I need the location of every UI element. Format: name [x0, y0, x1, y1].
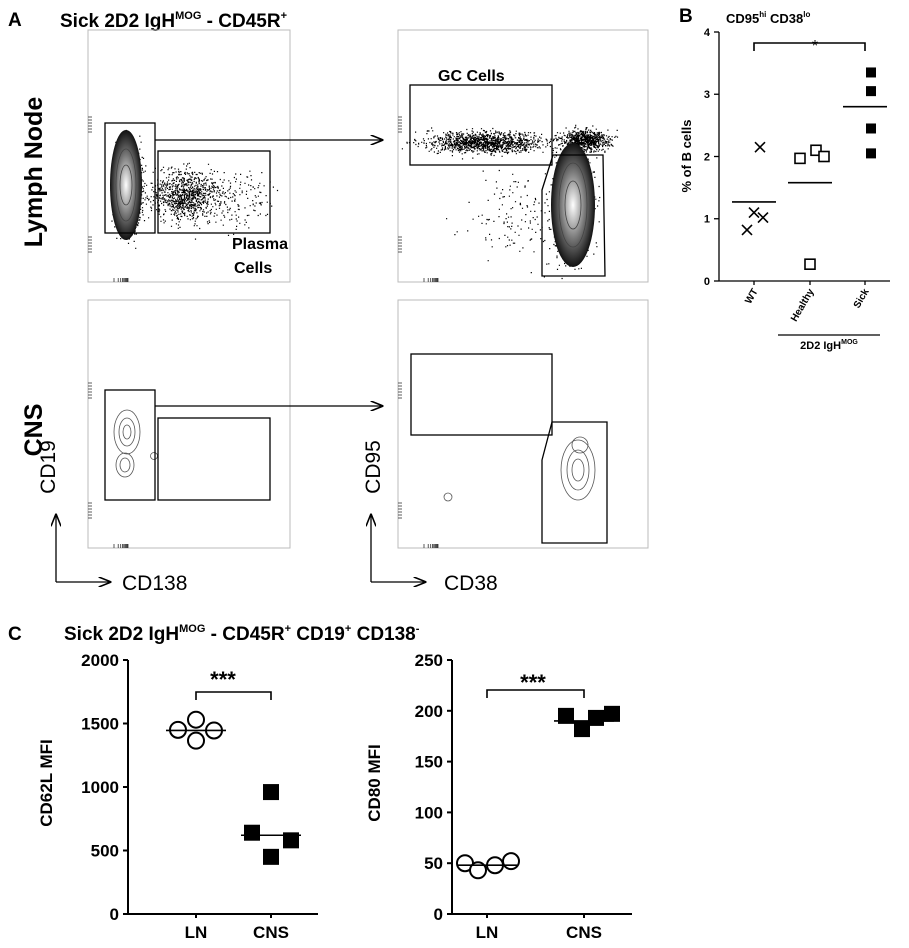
data-point — [263, 848, 279, 865]
axis-label-cd38: CD38 — [444, 572, 498, 595]
axis-arrows-right — [371, 515, 425, 582]
panel-b-significance: * — [812, 38, 818, 55]
axis-label-cd95: CD95 — [362, 440, 385, 494]
panel-b-ylabel: % of B cells — [679, 120, 694, 193]
panel-c-left-ylabel: CD62L MFI — [37, 739, 56, 827]
significance-bracket — [486, 689, 585, 698]
data-point — [604, 705, 620, 722]
significance-bracket — [753, 42, 866, 51]
contour-ln-b-cells — [110, 130, 142, 240]
y-tick-label: 1000 — [81, 778, 119, 797]
panel-b-title: CD95hi CD38lo — [726, 10, 810, 26]
gate-label-plasma: Plasma — [232, 236, 288, 253]
x-tick-label: Healthy — [789, 287, 817, 324]
y-tick-label: 0 — [704, 276, 710, 288]
data-point — [574, 721, 590, 738]
y-tick-label: 1500 — [81, 714, 119, 733]
axis-label-cd138: CD138 — [122, 572, 187, 595]
data-point — [804, 258, 816, 270]
contour-ln-cd38hi — [551, 143, 595, 267]
data-point — [741, 224, 753, 236]
y-tick-label: 150 — [415, 753, 443, 772]
panel-c-right-ylabel: CD80 MFI — [365, 744, 384, 821]
x-tick-label: CNS — [566, 923, 602, 942]
y-tick-label: 3 — [704, 89, 710, 101]
gate-label-gc-cells: GC Cells — [438, 68, 505, 85]
panel-b-group-label: 2D2 IgHMOG — [800, 339, 858, 352]
panel-c-left-significance: *** — [210, 667, 236, 692]
data-point — [187, 710, 205, 729]
y-tick-label: 2 — [704, 151, 710, 163]
y-tick-label: 0 — [110, 905, 119, 924]
plot-ln-cd138-cd19 — [87, 29, 291, 283]
axis-arrows-left — [56, 515, 110, 582]
data-point — [866, 67, 876, 78]
y-tick-label: 1 — [704, 214, 710, 226]
significance-bracket — [195, 691, 272, 700]
flow-axis-ticks — [88, 116, 439, 548]
plot-cns-cd38-cd95 — [397, 299, 649, 549]
y-tick-label: 250 — [415, 651, 443, 670]
y-tick-label: 0 — [434, 905, 443, 924]
data-point — [748, 206, 760, 219]
data-point — [283, 832, 299, 849]
y-tick-label: 500 — [91, 841, 119, 860]
data-point — [754, 141, 766, 153]
panel-c-letter: C — [8, 624, 22, 645]
data-point — [502, 852, 520, 871]
data-point — [866, 148, 876, 159]
y-tick-label: 100 — [415, 803, 443, 822]
x-tick-label: CNS — [253, 923, 289, 942]
row-label-lymph-node: Lymph Node — [20, 97, 48, 248]
data-point — [588, 709, 604, 726]
y-tick-label: 200 — [415, 702, 443, 721]
panel-b-letter: B — [679, 6, 693, 27]
data-point — [866, 123, 876, 134]
contour-cns-cd38hi — [443, 436, 596, 502]
panel-a-title: Sick 2D2 IgHMOG - CD45R+ — [60, 10, 287, 32]
y-tick-label: 4 — [704, 27, 711, 39]
panel-c-right-significance: *** — [520, 670, 546, 695]
data-point — [866, 86, 876, 97]
data-point — [263, 784, 279, 801]
contour-cns-b-cells — [113, 409, 158, 478]
y-tick-label: 2000 — [81, 651, 119, 670]
x-tick-label: Sick — [852, 287, 872, 311]
gates — [104, 84, 608, 544]
x-tick-label: WT — [743, 287, 760, 306]
panel-a-letter: A — [8, 10, 22, 31]
plot-cns-cd138-cd19 — [87, 299, 291, 549]
data-point — [757, 211, 769, 224]
plot-ln-cd38-cd95 — [397, 29, 649, 283]
data-point — [794, 152, 806, 165]
chart-cd95hi-cd38lo: 0 1 2 3 4WT Healthy Sick — [704, 27, 890, 324]
x-tick-label: LN — [476, 923, 499, 942]
data-point — [558, 707, 574, 724]
gate-label-cells: Cells — [234, 260, 272, 277]
data-point — [244, 824, 260, 841]
y-tick-label: 50 — [424, 854, 443, 873]
data-point — [469, 861, 487, 880]
data-point — [810, 144, 822, 157]
x-tick-label: LN — [185, 923, 208, 942]
data-point — [187, 731, 205, 750]
panel-c-title: Sick 2D2 IgHMOG - CD45R+ CD19+ CD138- — [64, 623, 420, 645]
axis-label-cd19: CD19 — [37, 440, 60, 494]
row-label-cns: CNS — [20, 404, 48, 457]
data-point — [818, 150, 830, 163]
